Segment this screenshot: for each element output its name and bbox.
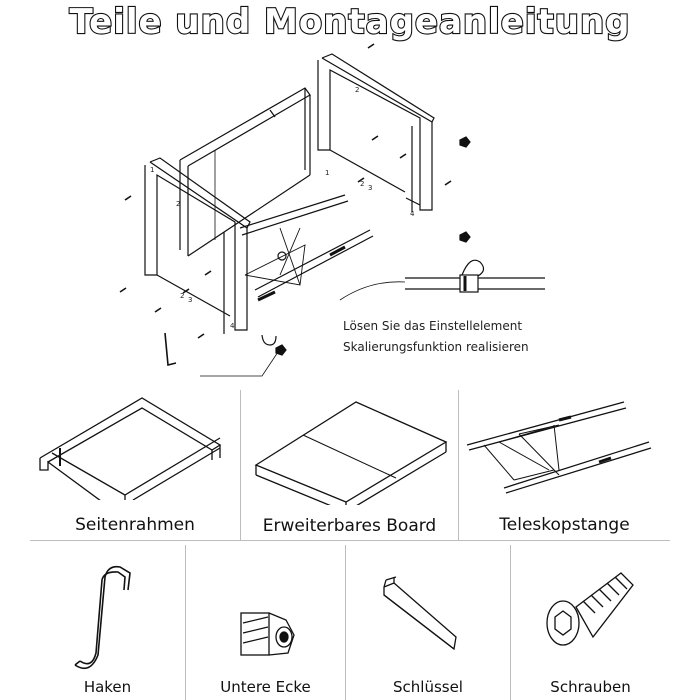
part-cell-hex-key: Schlüssel [346, 545, 510, 700]
grid-divider-vertical [345, 545, 346, 700]
grid-divider-vertical [240, 390, 241, 540]
part-caption: Seitenrahmen [75, 515, 195, 535]
corner-nuts [275, 136, 471, 356]
telescopic-rod-icon [466, 401, 652, 494]
part-caption: Schrauben [550, 678, 631, 696]
telescopic-rods [239, 194, 374, 302]
hex-key-icon [383, 576, 457, 651]
part-cell-hook: Haken [30, 545, 185, 700]
part-number: 2 [360, 180, 364, 188]
title-text: Teile und Montageanleitung [69, 2, 630, 42]
grid-divider-vertical [185, 545, 186, 700]
part-number: 1 [150, 166, 154, 174]
grid-divider-vertical [510, 545, 511, 700]
page-title: Teile und Montageanleitung [0, 1, 700, 46]
part-number: 4 [230, 322, 235, 330]
part-number: 3 [188, 296, 192, 304]
part-caption: Haken [83, 678, 132, 696]
back-side-frame [317, 53, 435, 212]
grid-divider-vertical [458, 390, 459, 540]
part-number: 2 [176, 200, 180, 208]
part-number: 4 [410, 210, 415, 218]
bottom-corner-icon [240, 612, 295, 656]
title-graphic: Teile und Montageanleitung [68, 1, 630, 43]
part-caption: Schlüssel [393, 678, 463, 696]
assembly-drawing: 1 2 2 3 4 1 2 2 3 4 Lösen Sie das Einste… [119, 43, 545, 377]
pointer-line-nut [200, 351, 279, 377]
screws-scattered [119, 43, 452, 339]
hook-icon [74, 565, 131, 670]
part-caption: Untere Ecke [220, 678, 311, 696]
part-number: 2 [180, 292, 184, 300]
note-line-2: Skalierungsfunktion realisieren [343, 340, 529, 354]
grid-divider-horizontal [30, 540, 670, 541]
assembly-diagram: 1 2 2 3 4 1 2 2 3 4 Lösen Sie das Einste… [0, 40, 700, 390]
extendable-board-icon [254, 401, 448, 505]
part-caption: Teleskopstange [499, 515, 630, 535]
part-caption: Erweiterbares Board [262, 516, 437, 536]
rod-detail-callout [339, 259, 545, 301]
board-outline [179, 87, 311, 257]
part-cell-screw: Schrauben [511, 545, 670, 700]
small-hook [261, 334, 277, 346]
part-cell-bottom-corner: Untere Ecke [186, 545, 345, 700]
note-line-1: Lösen Sie das Einstellelement [343, 319, 522, 333]
part-cell-extendable-board: Erweiterbares Board [241, 390, 458, 540]
front-side-frame [144, 157, 251, 334]
side-frame-icon [39, 397, 222, 500]
part-number: 1 [325, 169, 329, 177]
part-number: 2 [355, 86, 359, 94]
small-hex-key [164, 332, 177, 367]
screw-icon [546, 572, 634, 646]
part-number: 3 [368, 184, 372, 192]
part-cell-telescopic-rod: Teleskopstange [459, 390, 670, 540]
part-cell-side-frame: Seitenrahmen [30, 390, 240, 540]
part-number-labels: 1 2 2 3 4 1 2 2 3 4 [150, 86, 415, 330]
